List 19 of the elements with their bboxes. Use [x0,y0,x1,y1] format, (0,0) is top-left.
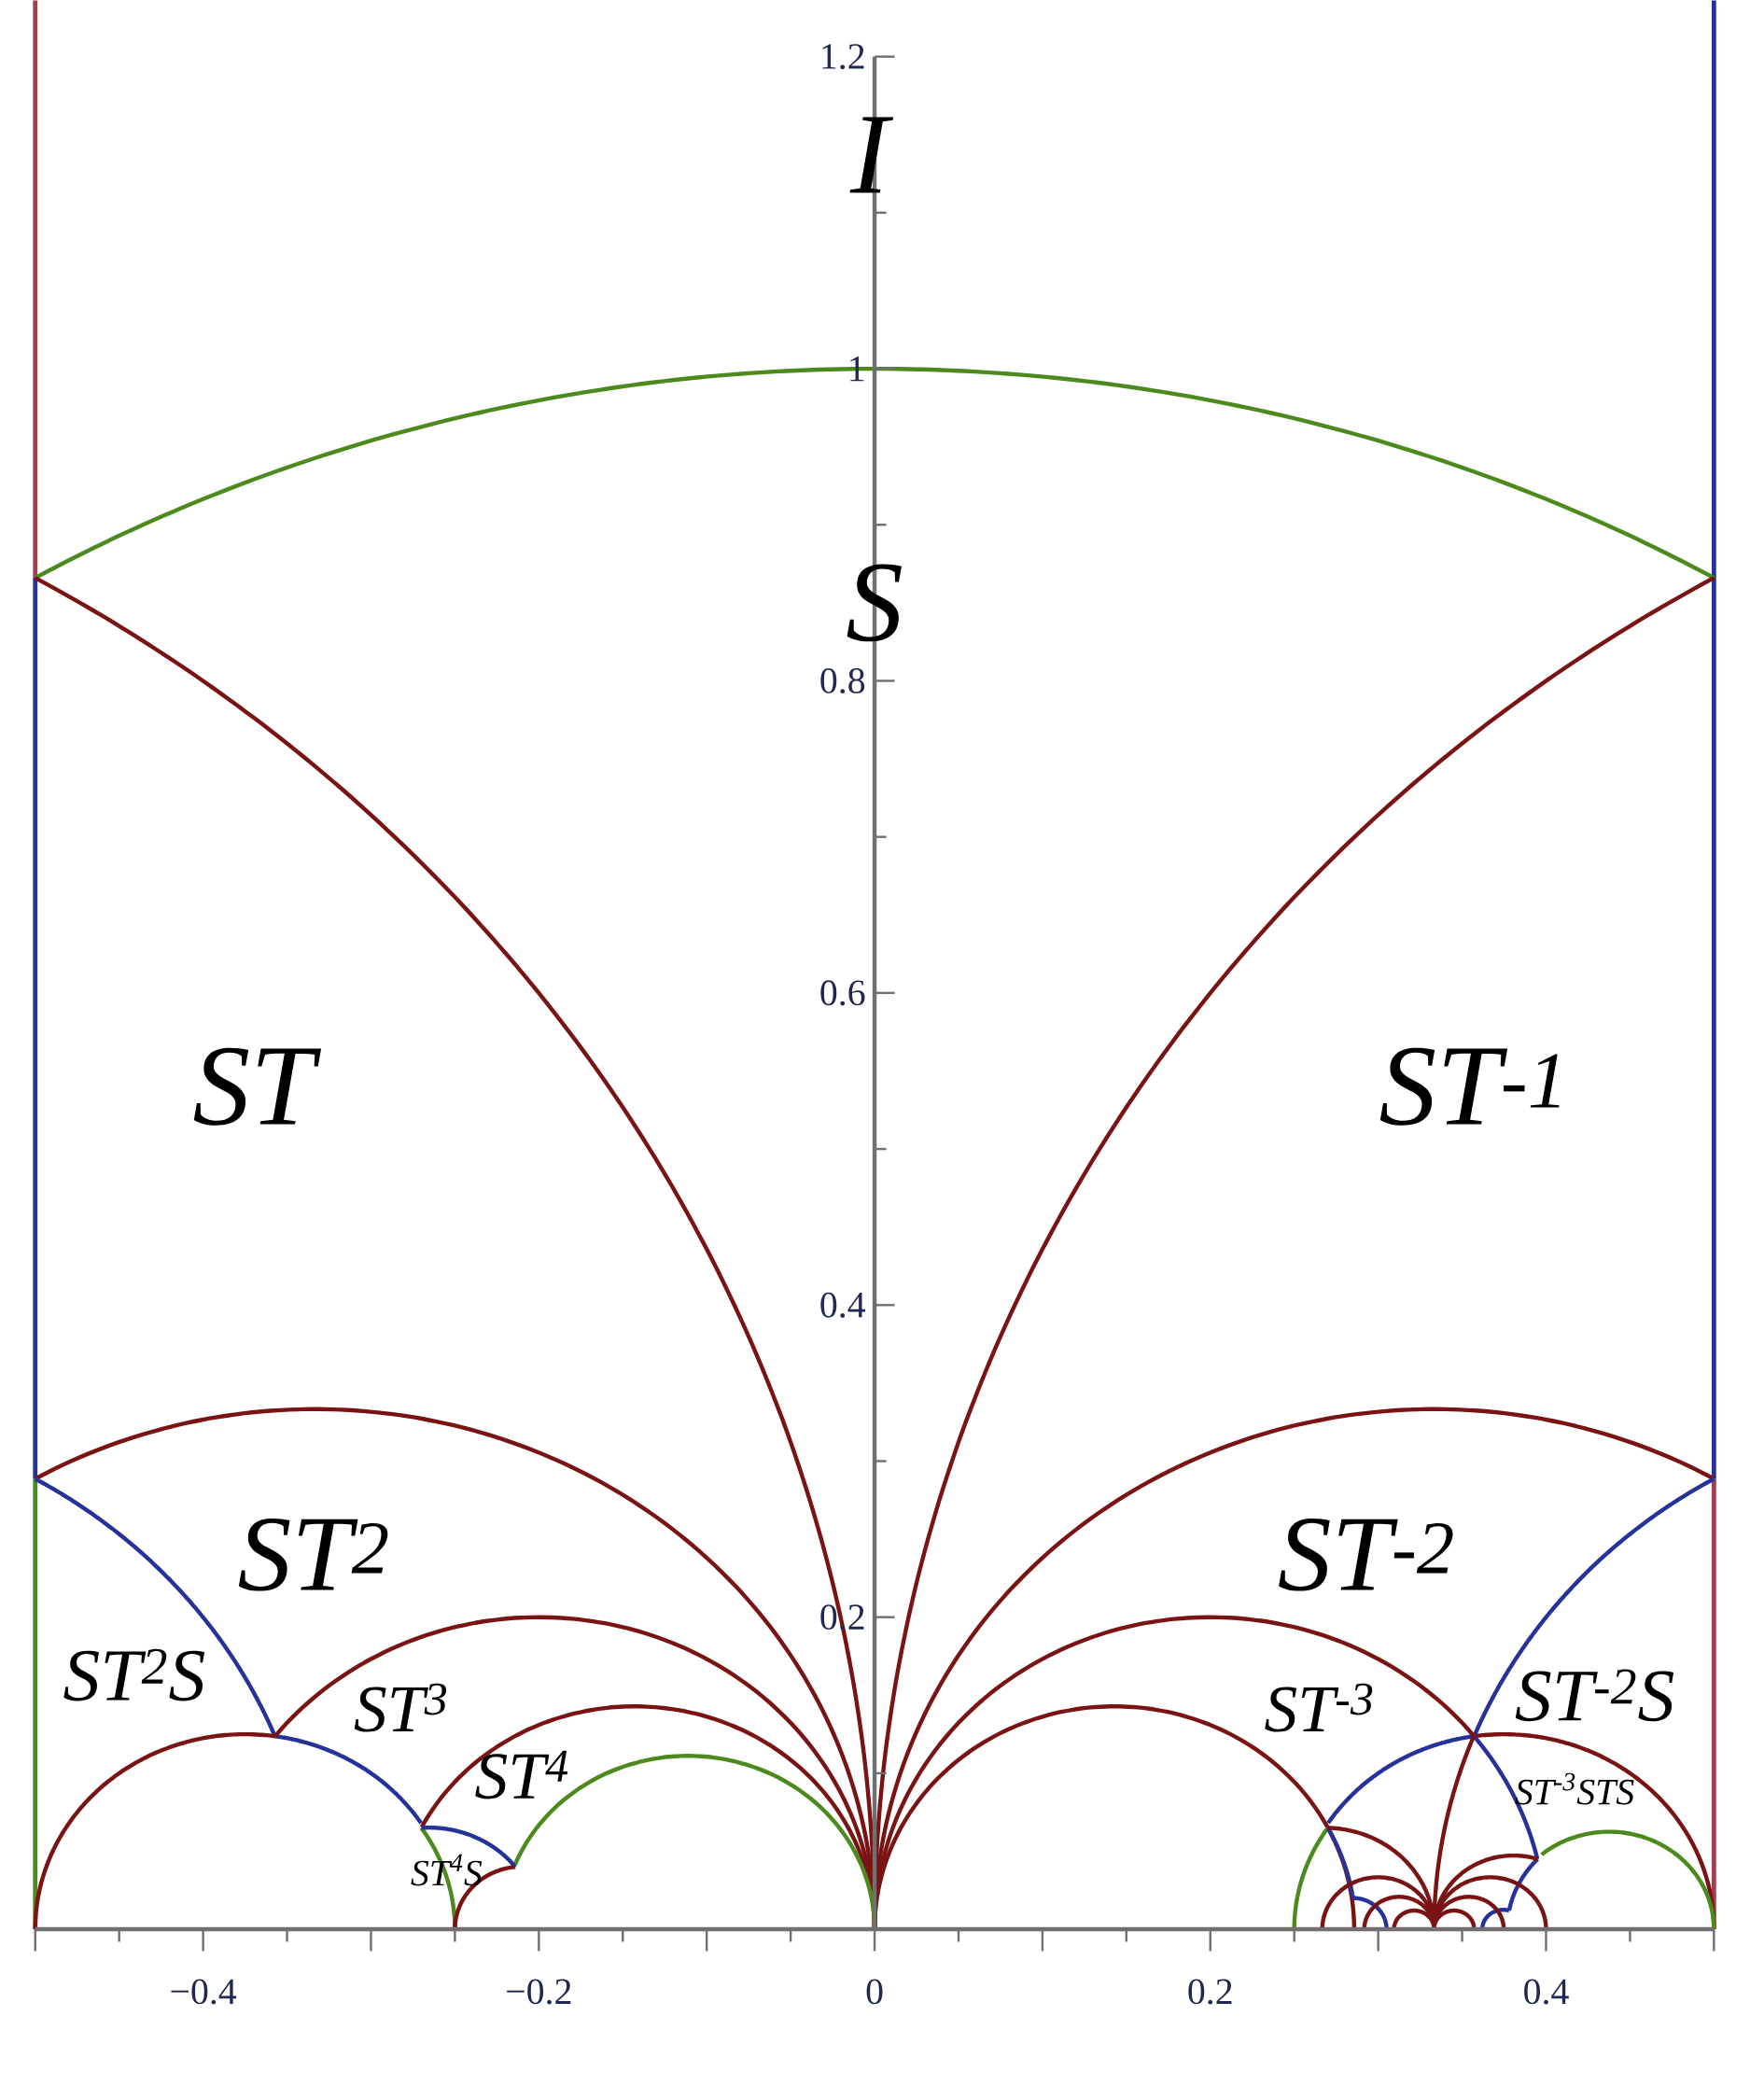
region-label: ST$^{4}$ [475,1750,568,1799]
tick-label: 0.8 [820,667,865,693]
region-label: ST$^{-3}$STS [1515,1772,1634,1805]
region-label: ST$^{3}$ [354,1683,447,1732]
region-label: ST$^{2}$ [238,1519,388,1591]
region-label: ST$^{-2}$ [1279,1519,1453,1591]
tick-label: −0.4 [171,1979,237,2005]
region-label: ST$^{-3}$ [1265,1683,1373,1732]
region-label: ST [193,1047,322,1126]
tick-label: 0.6 [820,980,865,1006]
tick-label: 0.2 [1188,1979,1232,2005]
region-label: ST$^{2}$S [63,1648,205,1701]
tick-label: 1.2 [822,44,864,70]
tick-label: 0.4 [820,1292,866,1318]
tick-label: 0 [866,1979,883,2005]
tick-label: 0.4 [1524,1979,1569,2005]
region-label: ST$^{-2}$S [1515,1669,1674,1722]
tick-label: −0.2 [507,1979,571,2005]
region-label: ST$^{-1}$ [1379,1047,1560,1126]
